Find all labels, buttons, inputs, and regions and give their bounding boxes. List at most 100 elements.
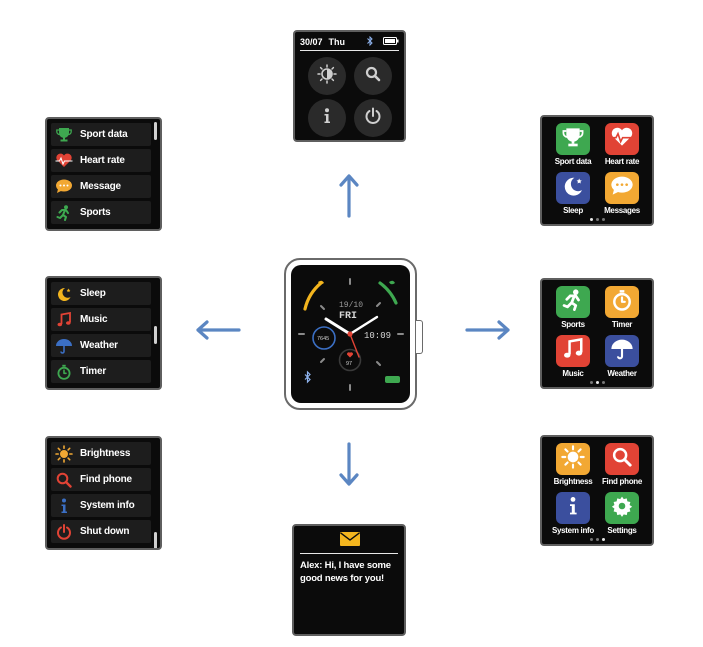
- scrollbar[interactable]: [154, 122, 157, 140]
- weekday-text: Thu: [328, 37, 346, 47]
- magnifier-icon: [365, 66, 381, 87]
- date-text: 30/07: [300, 37, 323, 47]
- list-item-label: Sleep: [80, 288, 106, 299]
- page-dot: [589, 218, 593, 221]
- list-item-timer[interactable]: Timer: [51, 360, 151, 383]
- message-icon: [51, 175, 77, 198]
- smartwatch-device: 19/10 FRI 10:09 7645 97: [284, 258, 423, 410]
- list-item-music[interactable]: Music: [51, 308, 151, 331]
- app-settings[interactable]: [605, 492, 639, 524]
- list-item-find-phone[interactable]: Find phone: [51, 468, 151, 491]
- watch-date: 19/10: [339, 301, 364, 310]
- list-item-weather[interactable]: Weather: [51, 334, 151, 357]
- list-item-sleep[interactable]: Sleep: [51, 282, 151, 305]
- find-phone-button[interactable]: [354, 57, 392, 95]
- app-label: Weather: [607, 369, 637, 378]
- power-button[interactable]: [354, 99, 392, 137]
- list-item-brightness[interactable]: Brightness: [51, 442, 151, 465]
- info-icon: [567, 496, 579, 521]
- page-dot: [595, 381, 599, 384]
- app-sports[interactable]: [556, 286, 590, 318]
- menu-list-screen-3: Brightness Find phone System info Shut d…: [45, 436, 162, 550]
- app-label: Music: [562, 369, 584, 378]
- power-icon: [51, 520, 77, 543]
- page-dot: [589, 538, 593, 541]
- page-dot: [601, 538, 605, 541]
- app-label: Find phone: [601, 477, 643, 486]
- magnifier-icon: [51, 468, 77, 491]
- list-item-heart-rate[interactable]: Heart rate: [51, 149, 151, 172]
- app-brightness[interactable]: [556, 443, 590, 475]
- music-note-icon: [51, 308, 77, 331]
- app-sport-data[interactable]: [556, 123, 590, 155]
- menu-list-screen-2: Sleep Music Weather Timer: [45, 276, 162, 390]
- brightness-button[interactable]: [308, 57, 346, 95]
- list-item-label: Find phone: [80, 474, 132, 485]
- music-note-icon: [562, 337, 584, 365]
- app-label: Sports: [561, 320, 585, 329]
- scrollbar[interactable]: [154, 532, 157, 548]
- page-indicator: [542, 218, 652, 221]
- app-grid-screen-3: Brightness Find phone System info Settin…: [540, 435, 654, 546]
- watch-heart-value: 97: [346, 361, 353, 367]
- app-sleep[interactable]: [556, 172, 590, 204]
- list-item-label: Music: [80, 314, 108, 325]
- arrow-left: [196, 320, 241, 340]
- umbrella-icon: [610, 338, 634, 365]
- app-label: Heart rate: [604, 157, 640, 166]
- app-weather[interactable]: [605, 335, 639, 367]
- watch-screen[interactable]: 19/10 FRI 10:09 7645 97: [291, 265, 410, 403]
- trophy-icon: [51, 123, 77, 146]
- gear-icon: [611, 495, 633, 522]
- list-item-system-info[interactable]: System info: [51, 494, 151, 517]
- arrow-down: [339, 442, 359, 486]
- watch-weekday: FRI: [339, 311, 358, 322]
- list-item-label: System info: [80, 500, 135, 511]
- page-dot: [601, 218, 605, 221]
- app-find-phone[interactable]: [605, 443, 639, 475]
- scrollbar[interactable]: [154, 326, 157, 344]
- magnifier-icon: [612, 447, 632, 472]
- battery-icon: [383, 37, 399, 47]
- app-label: Settings: [607, 526, 637, 535]
- list-item-label: Brightness: [80, 448, 131, 459]
- list-item-label: Timer: [80, 366, 107, 377]
- list-item-message[interactable]: Message: [51, 175, 151, 198]
- list-item-label: Sport data: [80, 129, 128, 140]
- list-item-sports[interactable]: Sports: [51, 201, 151, 224]
- app-timer[interactable]: [605, 286, 639, 318]
- list-item-label: Shut down: [80, 526, 130, 537]
- message-icon: [610, 176, 634, 201]
- page-dot: [601, 381, 605, 384]
- list-item-label: Weather: [80, 340, 118, 351]
- power-icon: [364, 107, 382, 130]
- app-label: Timer: [611, 320, 633, 329]
- page-indicator: [542, 538, 652, 541]
- envelope-icon: [340, 532, 360, 551]
- list-item-label: Heart rate: [80, 155, 125, 166]
- brightness-icon: [317, 63, 337, 89]
- crown-button[interactable]: [416, 320, 423, 354]
- app-heart-rate[interactable]: [605, 123, 639, 155]
- page-dot: [595, 538, 599, 541]
- app-messages[interactable]: [605, 172, 639, 204]
- brightness-icon: [51, 442, 77, 465]
- divider: [300, 553, 398, 554]
- app-system-info[interactable]: [556, 492, 590, 524]
- list-item-shut-down[interactable]: Shut down: [51, 520, 151, 543]
- app-grid-screen-2: Sports Timer Music Weather: [540, 278, 654, 389]
- page-dot: [595, 218, 599, 221]
- brightness-icon: [561, 444, 585, 474]
- info-icon: [323, 107, 331, 129]
- system-info-button[interactable]: [308, 99, 346, 137]
- umbrella-icon: [51, 334, 77, 357]
- running-icon: [562, 288, 584, 316]
- arrow-right: [465, 320, 510, 340]
- status-bar: 30/07 Thu: [300, 35, 399, 49]
- control-center-screen: 30/07 Thu: [293, 30, 406, 142]
- list-item-sport-data[interactable]: Sport data: [51, 123, 151, 146]
- app-music[interactable]: [556, 335, 590, 367]
- arrow-up: [339, 174, 359, 218]
- app-grid-screen-1: Sport data Heart rate Sleep Messages: [540, 115, 654, 226]
- heart-rate-icon: [610, 127, 634, 152]
